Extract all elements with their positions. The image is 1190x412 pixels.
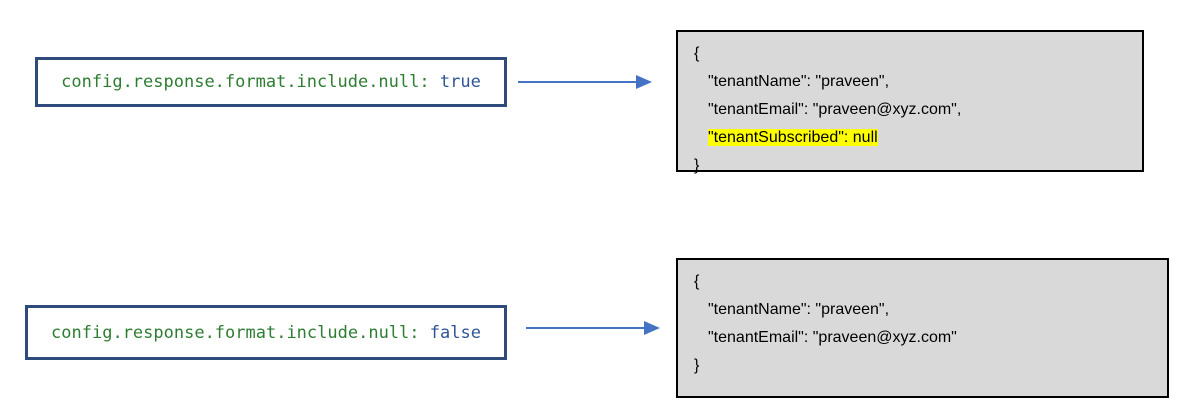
json-value: : "praveen", (806, 73, 890, 90)
config-value-false: false (429, 322, 481, 343)
config-key: config.response.format.include.null: (61, 72, 430, 92)
config-value-true: true (439, 72, 481, 92)
json-line-tenant-name: "tenantName": "praveen", (694, 68, 1142, 96)
arrow-right-icon (526, 321, 660, 335)
json-open-brace: { (694, 273, 700, 290)
json-line-tenant-name: "tenantName": "praveen", (694, 296, 1167, 324)
json-response-with-null: { "tenantName": "praveen", "tenantEmail"… (676, 30, 1144, 174)
json-highlighted-null-field: "tenantSubscribed": null (708, 129, 878, 146)
json-key: "tenantName" (708, 301, 807, 318)
json-line-tenant-email: "tenantEmail": "praveen@xyz.com", (694, 96, 1142, 124)
arrow-right-icon (518, 75, 652, 89)
json-open-brace: { (694, 45, 700, 62)
json-key: "tenantEmail" (708, 101, 804, 118)
json-response-without-null: { "tenantName": "praveen", "tenantEmail"… (676, 258, 1169, 398)
json-value: : null (843, 129, 878, 146)
config-box-include-null-false: config.response.format.include.null: fal… (25, 305, 507, 360)
config-box-include-null-true: config.response.format.include.null: tru… (35, 57, 507, 107)
json-key: "tenantName" (708, 73, 807, 90)
json-key: "tenantEmail" (708, 329, 804, 346)
json-value: : "praveen@xyz.com" (803, 329, 957, 346)
json-line-tenant-subscribed: "tenantSubscribed": null (694, 124, 1142, 152)
json-key: "tenantSubscribed" (708, 129, 844, 146)
json-value: : "praveen@xyz.com", (803, 101, 962, 118)
json-line-tenant-email: "tenantEmail": "praveen@xyz.com" (694, 324, 1167, 352)
json-close-brace: } (694, 357, 700, 374)
config-key: config.response.format.include.null: (51, 322, 420, 343)
json-value: : "praveen", (806, 301, 890, 318)
json-close-brace: } (694, 157, 700, 174)
